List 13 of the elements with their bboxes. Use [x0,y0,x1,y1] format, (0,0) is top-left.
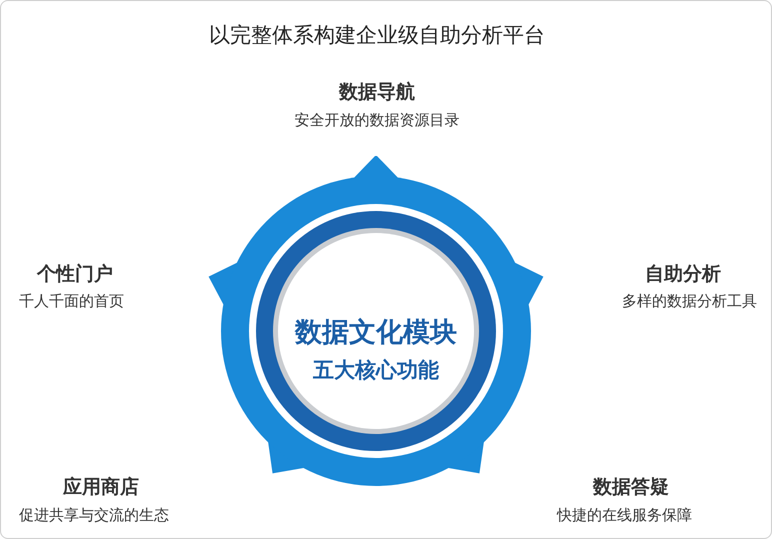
feature-description: 促进共享与交流的生态 [19,506,169,525]
feature-heading: 自助分析 [645,262,721,287]
feature-heading: 数据导航 [339,80,415,105]
feature-heading: 个性门户 [37,262,113,287]
center-subheading: 五大核心功能 [312,357,440,384]
title: 以完整体系构建企业级自助分析平台 [209,22,545,49]
feature-description: 千人千面的首页 [19,292,124,311]
center-heading: 数据文化模块 [294,316,458,350]
feature-description: 快捷的在线服务保障 [557,506,692,525]
feature-description: 安全开放的数据资源目录 [294,111,460,130]
feature-description: 多样的数据分析工具 [622,292,757,311]
feature-heading: 应用商店 [63,475,139,500]
feature-heading: 数据答疑 [593,475,669,500]
